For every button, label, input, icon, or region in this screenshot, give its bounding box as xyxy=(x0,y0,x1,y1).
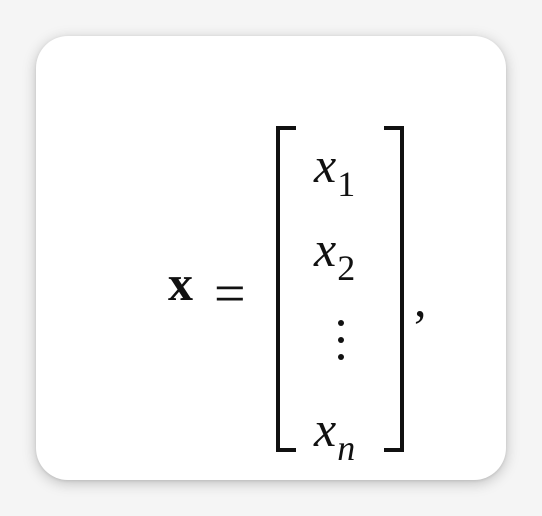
column-vector-equation: x = x1 x2 xn , xyxy=(36,36,506,480)
equals-sign: = xyxy=(214,263,246,325)
entry-2-subscript: 2 xyxy=(337,248,356,288)
trailing-comma: , xyxy=(414,271,427,327)
entry-n-subscript: n xyxy=(337,428,356,468)
vector-entry-2: x2 xyxy=(314,221,355,286)
vector-entry-n: xn xyxy=(314,401,355,466)
right-bracket xyxy=(384,126,404,452)
left-bracket xyxy=(276,126,296,452)
equation-card: x = x1 x2 xn , xyxy=(36,36,506,480)
vector-entry-1: x1 xyxy=(314,137,355,202)
vertical-ellipsis xyxy=(336,320,346,366)
entry-n-base: x xyxy=(314,401,337,457)
entry-1-subscript: 1 xyxy=(337,164,356,204)
vector-symbol: x xyxy=(168,255,193,311)
entry-2-base: x xyxy=(314,221,337,277)
entry-1-base: x xyxy=(314,137,337,193)
